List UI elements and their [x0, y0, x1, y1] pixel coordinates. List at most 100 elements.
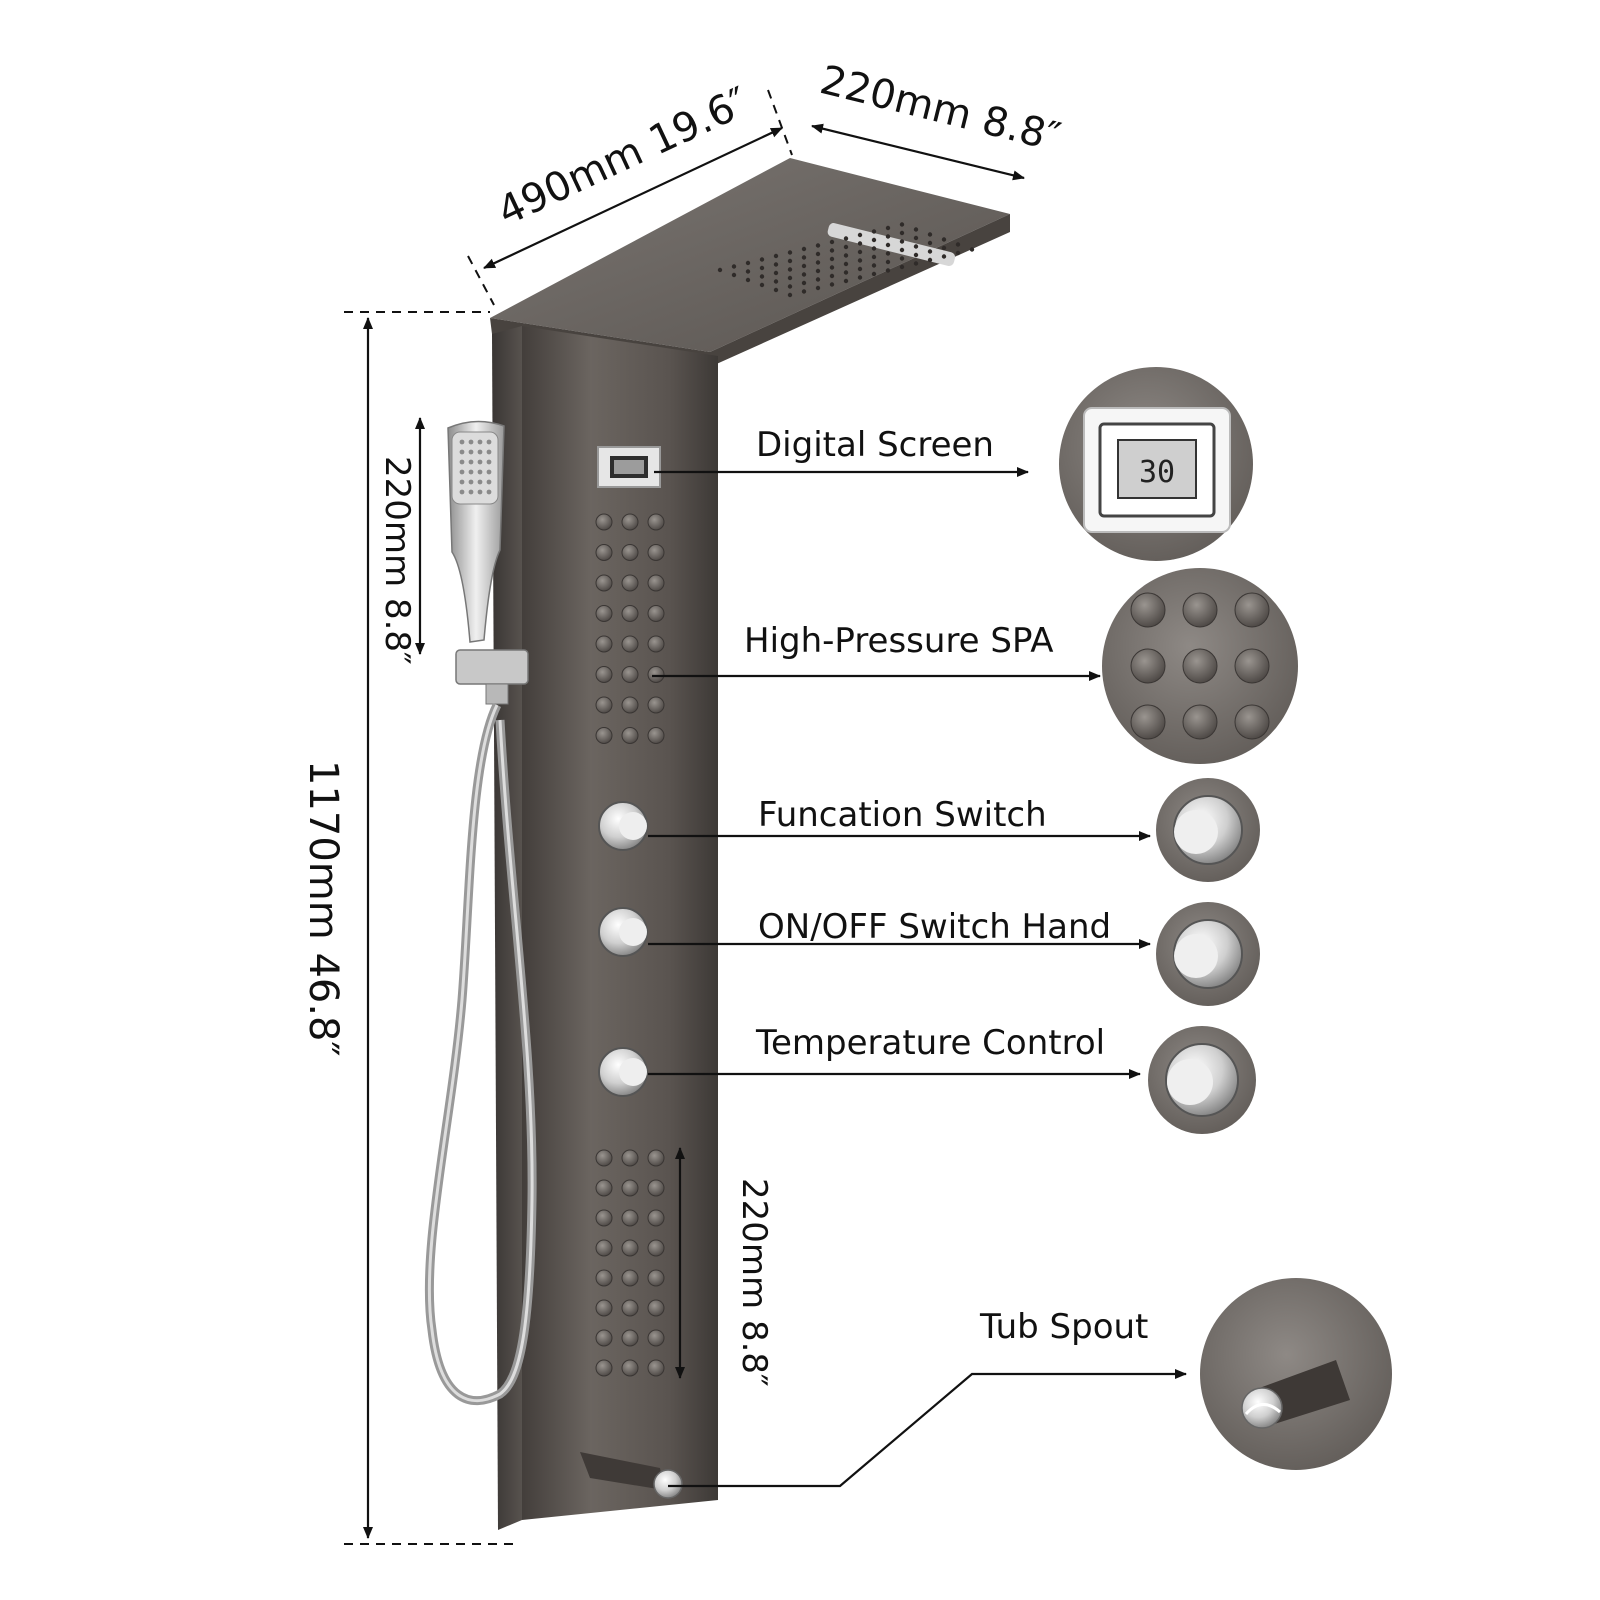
rain-nozzle	[871, 237, 877, 243]
rain-nozzle	[801, 246, 807, 252]
rain-nozzle	[773, 262, 779, 267]
hand-shower-nozzle	[486, 479, 492, 485]
hand-shower-nozzle	[459, 479, 465, 485]
rain-nozzle	[927, 240, 933, 246]
rain-nozzle	[801, 272, 807, 277]
body-jet	[595, 1179, 613, 1197]
rain-nozzle	[815, 251, 821, 257]
rain-nozzle	[885, 225, 891, 231]
rain-nozzle	[913, 244, 919, 249]
body-jet	[621, 666, 639, 683]
rain-nozzle	[941, 245, 947, 251]
function-switch-knob	[598, 801, 648, 851]
rain-nozzle	[913, 227, 919, 232]
rain-nozzle	[787, 267, 793, 272]
rain-nozzle	[857, 258, 863, 263]
body-jet	[647, 1149, 665, 1167]
rain-nozzle	[899, 256, 905, 261]
rain-nozzle	[815, 268, 821, 274]
rain-nozzle	[857, 275, 863, 280]
body-jet	[621, 1179, 639, 1197]
body-jet	[595, 666, 613, 683]
body-jet	[647, 635, 665, 653]
spa-detail-jet	[1182, 704, 1218, 740]
hand-shower-nozzle	[459, 459, 465, 465]
hand-shower-nozzle	[459, 489, 465, 495]
hand-shower-nozzle	[477, 469, 483, 475]
rain-nozzle	[899, 264, 905, 270]
spa-detail-jet	[1130, 704, 1166, 740]
digital-screen-detail: 30	[1059, 367, 1253, 561]
rain-nozzle	[815, 285, 821, 291]
body-jet	[621, 513, 639, 531]
body-jet	[621, 574, 639, 592]
rain-nozzle	[801, 289, 807, 294]
rain-nozzle	[955, 250, 961, 256]
hand-shower-nozzle	[459, 439, 465, 445]
rain-nozzle	[773, 279, 779, 284]
hand-shower-nozzle	[477, 459, 483, 465]
rain-nozzle	[829, 248, 835, 253]
body-jet	[647, 544, 665, 561]
rain-nozzle	[759, 282, 765, 288]
rain-nozzle	[955, 242, 961, 247]
rain-nozzle	[857, 232, 863, 238]
rain-nozzle	[885, 259, 891, 265]
hand-shower-nozzle	[477, 449, 483, 455]
rain-nozzle	[885, 268, 891, 273]
body-jet	[595, 1329, 613, 1347]
hand-shower-nozzle	[468, 489, 474, 495]
rain-nozzle	[927, 232, 933, 237]
hand-shower-nozzle	[459, 449, 465, 455]
rain-nozzle	[759, 274, 765, 279]
upper-body-jets	[595, 513, 665, 744]
body-jet	[595, 696, 613, 714]
hand-shower-nozzle	[477, 439, 483, 445]
callout-temperature-control: Temperature Control	[648, 1023, 1256, 1134]
rain-nozzle	[871, 254, 877, 260]
temperature-control-knob	[598, 1047, 648, 1097]
rain-nozzle	[829, 282, 835, 287]
rain-nozzle	[885, 234, 891, 239]
function-switch-detail	[1156, 778, 1260, 882]
body-jet	[595, 1239, 613, 1257]
rain-nozzle	[731, 272, 737, 278]
spa-detail-jet	[1234, 648, 1270, 684]
body-jet	[595, 1149, 613, 1167]
callout-tub-spout: Tub Spout	[668, 1278, 1392, 1488]
on-off-switch-knob	[598, 907, 648, 957]
hand-shower-nozzle	[486, 489, 492, 495]
body-jet	[647, 513, 665, 531]
spa-detail-jet	[1182, 592, 1218, 628]
rain-nozzle	[885, 251, 891, 256]
rain-nozzle	[927, 257, 933, 263]
hand-shower-nozzle	[468, 469, 474, 475]
temperature-control-detail	[1148, 1026, 1256, 1134]
rain-nozzle	[745, 277, 751, 283]
body-jet	[621, 696, 639, 714]
hand-shower-nozzle	[486, 449, 492, 455]
spa-detail-jet	[1130, 592, 1166, 628]
rain-nozzle	[787, 275, 793, 281]
depth-dimension-label: 220mm 8.8″	[816, 57, 1065, 161]
callout-function-switch: Funcation Switch	[648, 778, 1260, 882]
tub-spout-unit	[580, 1452, 683, 1499]
body-jet	[595, 574, 613, 592]
rain-nozzle	[801, 263, 807, 269]
rain-nozzle	[815, 260, 821, 265]
rain-nozzle	[843, 244, 849, 250]
rain-nozzle	[731, 264, 737, 269]
hand-shower-nozzle	[459, 469, 465, 475]
spa-jets-detail	[1102, 568, 1298, 764]
body-jet	[647, 666, 665, 683]
digital-screen-label: Digital Screen	[756, 425, 994, 465]
rain-nozzle	[899, 239, 905, 244]
hand-shower	[424, 420, 537, 1406]
rain-nozzle	[941, 237, 947, 242]
rain-nozzle	[829, 239, 835, 245]
body-jet	[621, 1269, 639, 1287]
rain-nozzle	[829, 265, 835, 270]
body-jet	[621, 1239, 639, 1257]
temperature-control-label: Temperature Control	[755, 1023, 1105, 1063]
body-jet	[647, 1209, 665, 1227]
